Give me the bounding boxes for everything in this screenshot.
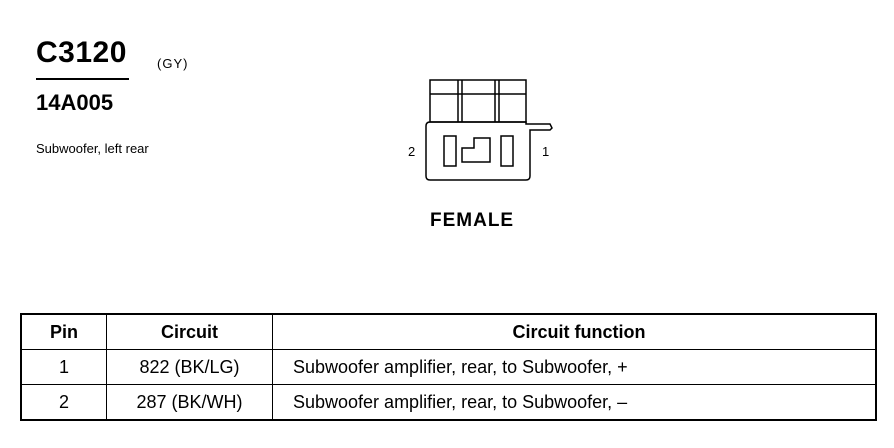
table-row: 1 822 (BK/LG) Subwoofer amplifier, rear,… bbox=[20, 349, 877, 385]
connector-housing-top bbox=[429, 79, 527, 123]
pin-cavity-2 bbox=[443, 135, 457, 167]
cell-circuit: 822 (BK/LG) bbox=[106, 349, 273, 385]
pin-label-1: 1 bbox=[542, 144, 550, 159]
table-row: 2 287 (BK/WH) Subwoofer amplifier, rear,… bbox=[20, 384, 877, 421]
column-header-circuit-function: Circuit function bbox=[272, 313, 877, 350]
connector-gender-label: FEMALE bbox=[430, 210, 515, 231]
pin-label-2: 2 bbox=[408, 144, 416, 159]
table-header-row: Pin Circuit Circuit function bbox=[20, 313, 877, 350]
part-number: 14A005 bbox=[36, 90, 114, 115]
connector-description: Subwoofer, left rear bbox=[36, 141, 149, 156]
connector-color-code: (GY) bbox=[157, 56, 189, 71]
cell-circuit: 287 (BK/WH) bbox=[106, 384, 273, 421]
column-header-circuit: Circuit bbox=[106, 313, 273, 350]
cell-circuit-function: Subwoofer amplifier, rear, to Subwoofer,… bbox=[272, 349, 877, 385]
pin-cavity-1 bbox=[500, 135, 514, 167]
header-rule bbox=[36, 78, 129, 80]
cell-pin: 1 bbox=[20, 349, 107, 385]
cell-circuit-function: Subwoofer amplifier, rear, to Subwoofer,… bbox=[272, 384, 877, 421]
pin-table: Pin Circuit Circuit function 1 822 (BK/L… bbox=[20, 313, 877, 421]
connector-id: C3120 bbox=[36, 36, 127, 69]
connector-face-outline bbox=[425, 121, 553, 181]
connector-face-diagram bbox=[425, 79, 553, 181]
cell-pin: 2 bbox=[20, 384, 107, 421]
column-header-pin: Pin bbox=[20, 313, 107, 350]
keying-feature bbox=[461, 137, 491, 163]
